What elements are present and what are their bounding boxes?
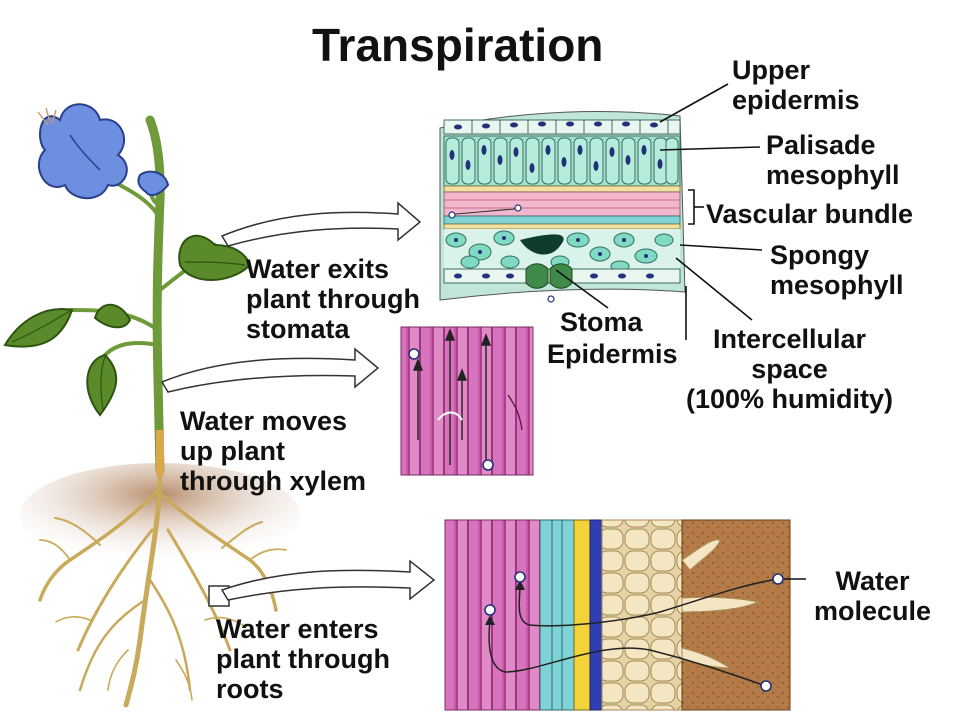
vascular-bundle-layers [443,185,681,230]
label-upper-epidermis: Upper epidermis [732,55,860,115]
water-molecule-dot [772,573,784,585]
lower-epidermis-cells [443,263,681,303]
label-water-moves: Water moves up plant through xylem [180,406,367,496]
palisade-cells [443,135,681,187]
flowers [37,103,170,200]
label-water-exits: Water exits plant through stomata [246,254,420,344]
label-epidermis: Epidermis [547,339,678,369]
leaf-cross-section [439,83,763,340]
leaf-label-pointers [555,83,763,340]
label-palisade-mesophyll: Palisade mesophyll [766,130,900,190]
leaves [3,234,252,417]
label-intercellular-space: Intercellular space (100% humidity) [686,324,894,414]
roots [38,467,287,708]
label-stoma: Stoma [560,307,643,337]
root-cross-panel [444,519,806,711]
label-water-enters: Water enters plant through roots [216,614,390,704]
label-spongy-mesophyll: Spongy mesophyll [770,240,904,300]
plant-illustration [3,103,300,708]
diagram-title: Transpiration [312,19,604,71]
upper-epidermis-cells [443,119,681,135]
process-arrows [160,201,436,601]
xylem-panel [400,326,534,476]
label-vascular-bundle: Vascular bundle [706,199,914,229]
label-water-molecule: Water molecule [814,566,932,626]
